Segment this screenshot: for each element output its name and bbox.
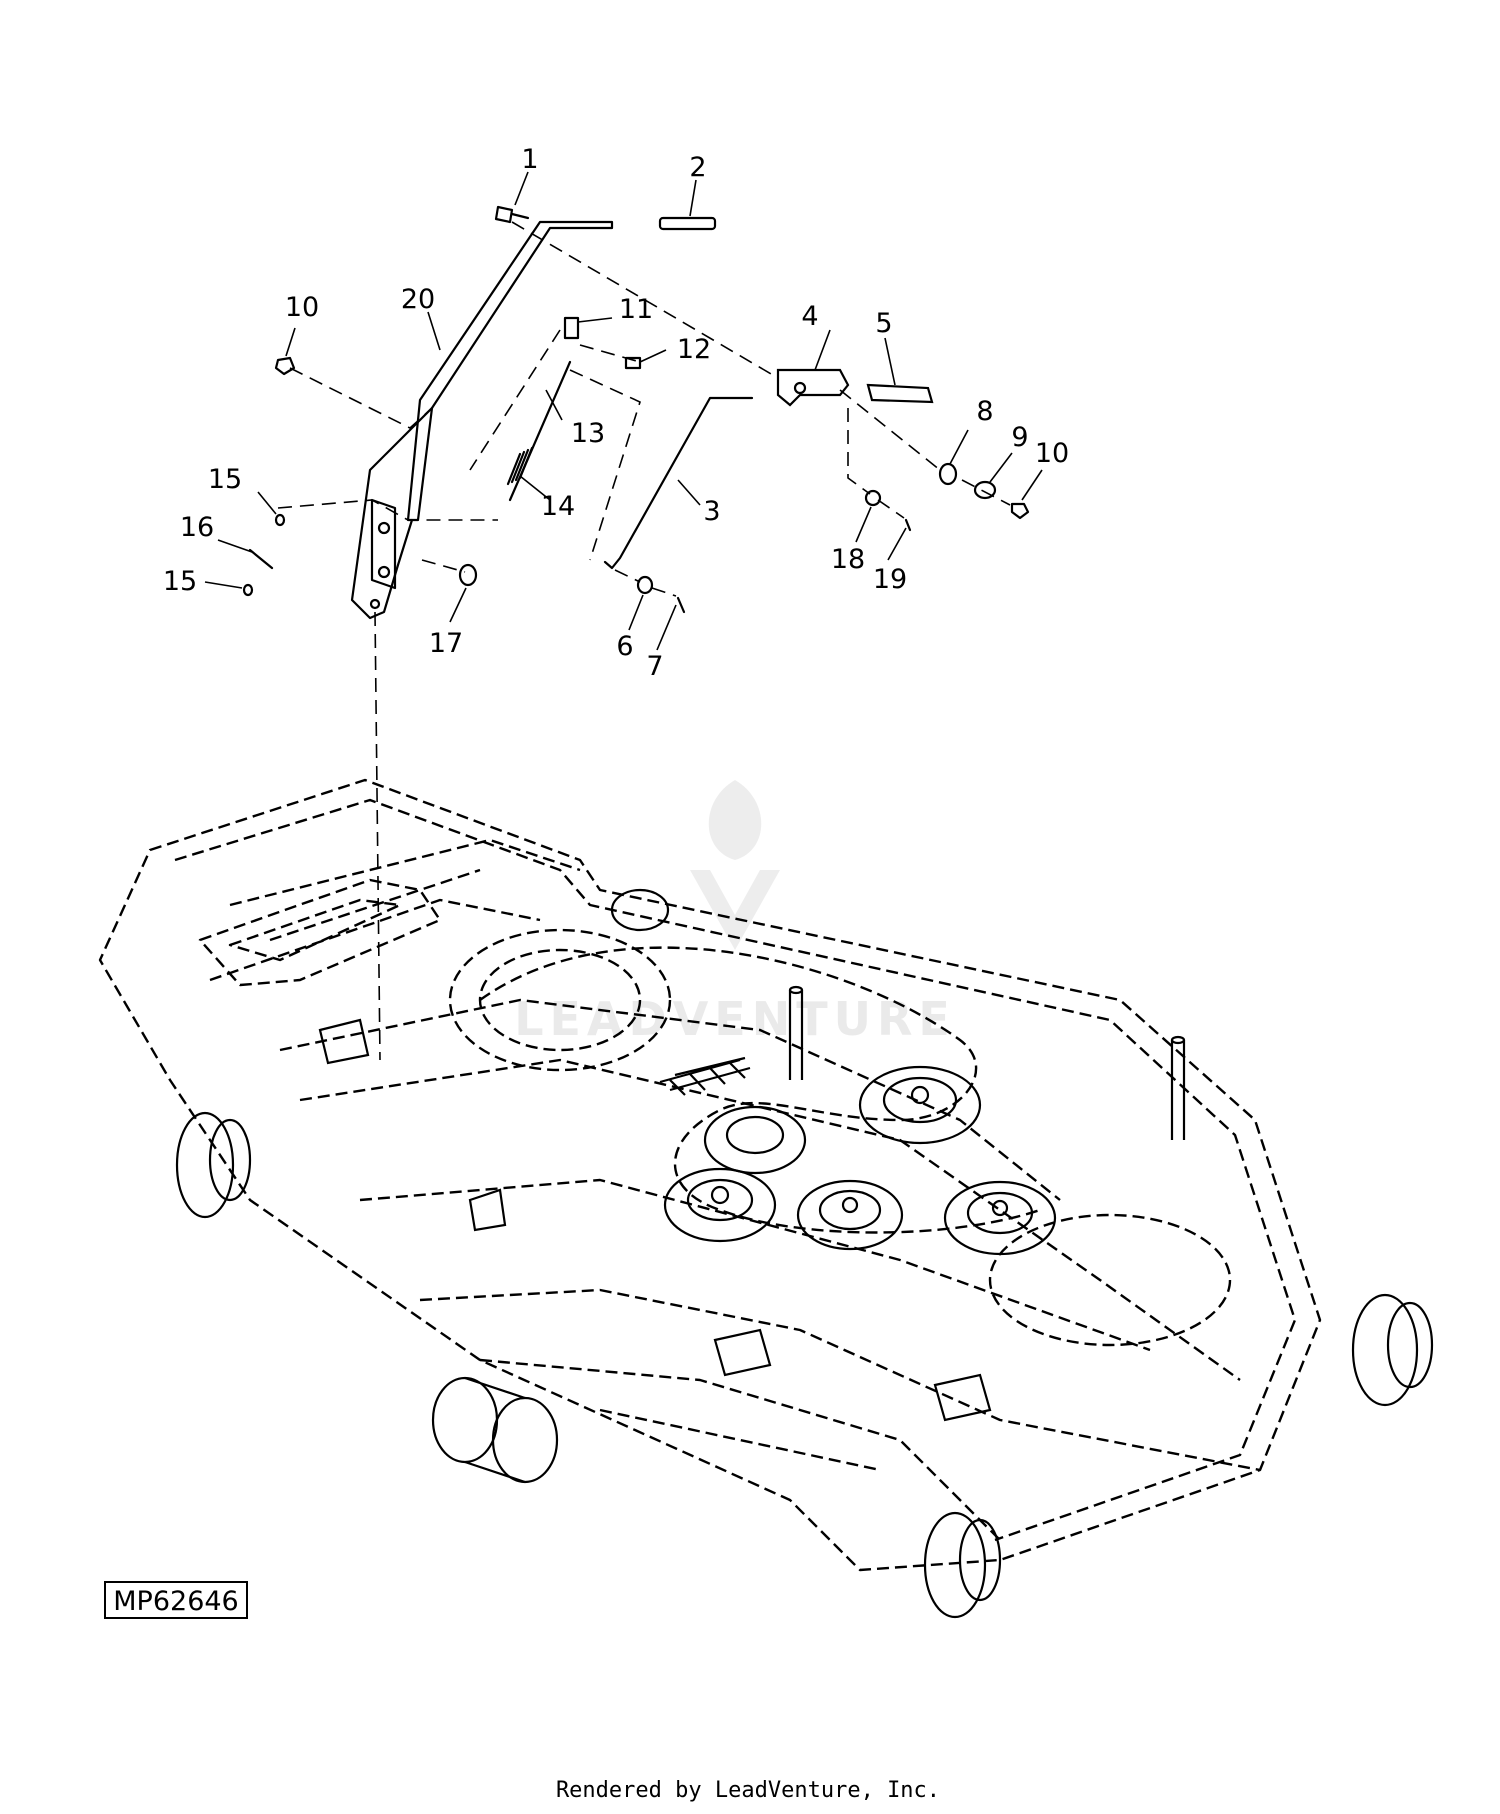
callout-6: 6: [616, 631, 633, 662]
reference-code-box: MP62646: [104, 1581, 248, 1619]
callout-3: 3: [703, 496, 720, 527]
callout-17: 17: [429, 628, 463, 659]
footer-credit: Rendered by LeadVenture, Inc.: [556, 1778, 940, 1803]
callout-8: 8: [976, 396, 993, 427]
callout-labels: 1 2 3 4 5 6 7 8 9 10 10 11 12 13 14 15 1…: [163, 144, 1069, 682]
anti-scalp-rollers: [431, 1376, 559, 1484]
callout-12: 12: [677, 334, 711, 365]
watermark-text: LEADVENTURE: [514, 992, 956, 1046]
callout-15-bottom: 15: [163, 566, 197, 597]
callout-7: 7: [646, 651, 663, 682]
mower-deck: [98, 778, 1434, 1619]
callout-1: 1: [521, 144, 538, 175]
callout-10-right: 10: [1035, 438, 1069, 469]
assembly-lines: [277, 221, 1011, 1061]
callout-13: 13: [571, 418, 605, 449]
callout-9: 9: [1011, 422, 1028, 453]
callout-15-top: 15: [208, 464, 242, 495]
callout-14: 14: [541, 491, 575, 522]
reference-code: MP62646: [113, 1586, 238, 1617]
callout-11: 11: [619, 294, 653, 325]
lift-handle-assembly: [242, 205, 1030, 620]
callout-4: 4: [801, 301, 818, 332]
callout-20: 20: [401, 284, 435, 315]
watermark-logo: LEADVENTURE: [514, 780, 956, 1046]
callout-10-left: 10: [285, 292, 319, 323]
gauge-wheels: [175, 888, 1434, 1619]
callout-19: 19: [873, 564, 907, 595]
callout-18: 18: [831, 544, 865, 575]
callout-2: 2: [689, 152, 706, 183]
callout-5: 5: [875, 308, 892, 339]
callout-16: 16: [180, 512, 214, 543]
leader-lines: [204, 171, 1043, 651]
deck-pulleys: [663, 1065, 1057, 1256]
